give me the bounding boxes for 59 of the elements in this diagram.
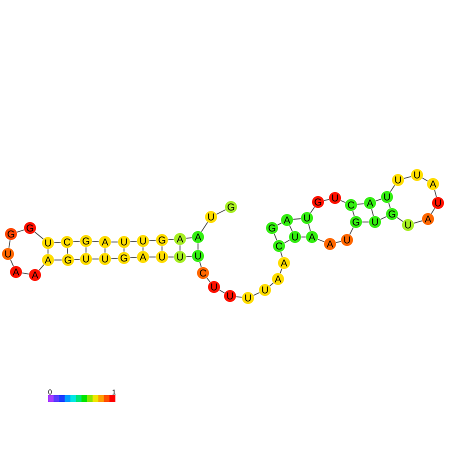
- backbone-line: [110, 258, 118, 260]
- backbone-line: [390, 184, 396, 192]
- base-pair-line: [371, 208, 374, 216]
- base-pair-line: [142, 246, 144, 252]
- backbone-line: [200, 222, 208, 232]
- backbone-line: [280, 268, 282, 274]
- backbone-line: [92, 240, 100, 242]
- backbone-line: [310, 206, 315, 214]
- backbone-line: [22, 272, 30, 274]
- backbone-line: [8, 240, 11, 248]
- backbone-line: [148, 240, 156, 242]
- base-pair-line: [66, 248, 68, 254]
- backbone-line: [168, 256, 174, 258]
- backbone-line: [54, 242, 62, 244]
- backbone-line: [74, 258, 80, 260]
- backbone-line: [186, 256, 192, 258]
- backbone-line: [292, 218, 302, 220]
- backbone-line: [148, 256, 156, 258]
- backbone-line: [130, 240, 138, 242]
- backbone-line: [340, 200, 346, 203]
- base-pair-line: [289, 225, 293, 232]
- backbone-line: [380, 216, 387, 220]
- backbone-line: [38, 264, 44, 271]
- backbone-line: [10, 259, 14, 267]
- backbone-line: [404, 176, 412, 179]
- backbone-line: [434, 190, 437, 198]
- base-pair-line: [308, 224, 311, 232]
- backbone-line: [236, 296, 242, 298]
- backbone-line: [317, 238, 325, 242]
- base-pair-line: [388, 202, 391, 208]
- backbone-line: [277, 222, 282, 226]
- base-pair-line: [104, 248, 106, 254]
- backbone-line: [253, 292, 260, 296]
- backbone-line: [356, 203, 364, 205]
- backbone-line: [130, 256, 138, 258]
- backbone-line: [206, 277, 211, 283]
- backbone-line: [216, 209, 226, 215]
- backbone-line: [34, 232, 44, 240]
- backbone-line: [269, 282, 274, 286]
- backbone-line: [422, 178, 428, 182]
- backbone-line: [396, 217, 404, 222]
- backbone-line: [300, 236, 306, 238]
- backbone-line: [72, 240, 80, 242]
- backbone-line: [336, 240, 342, 244]
- backbone-line: [186, 237, 192, 239]
- backbone-line: [92, 258, 100, 260]
- base-pair-line: [274, 233, 278, 241]
- backbone-line: [414, 220, 423, 224]
- backbone-line: [375, 198, 382, 202]
- backbone-line: [280, 252, 283, 258]
- base-pair-line: [352, 210, 355, 216]
- backbone-line: [430, 208, 436, 214]
- backbone-line: [218, 290, 226, 294]
- backbone-line: [168, 238, 174, 240]
- backbone-line: [324, 198, 330, 202]
- backbone-line: [349, 227, 354, 235]
- backbone-line: [16, 229, 25, 233]
- backbone-line: [284, 240, 290, 244]
- backbone-line: [199, 262, 202, 268]
